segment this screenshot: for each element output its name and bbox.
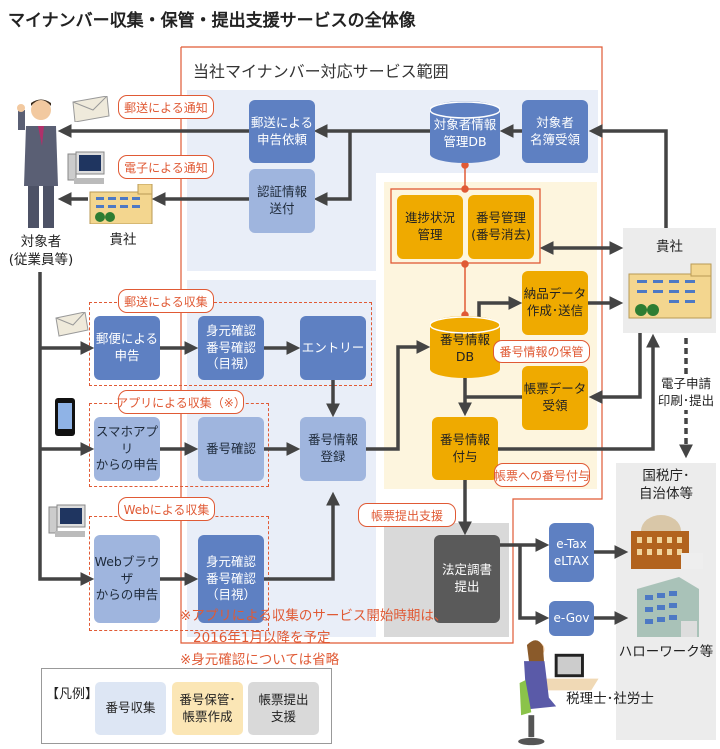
legend-item-collection: 番号収集 — [95, 682, 166, 735]
arrow-company-to-list — [588, 124, 668, 228]
mail-request-box: 郵送による 申告依頼 — [249, 100, 315, 163]
company-building-icon-left — [89, 184, 153, 224]
company-building-icon-right — [628, 263, 712, 319]
service-scope-title: 当社マイナンバー対応サービス範囲 — [193, 62, 449, 81]
company-label-left: 貴社 — [109, 232, 137, 248]
number-register-box: 番号情報 登録 — [300, 417, 366, 481]
arrow-db-to-delivery — [477, 296, 523, 318]
progress-management-box: 進捗状況 管理 — [397, 195, 463, 259]
subject-db-label: 対象者情報 管理DB — [433, 117, 497, 149]
number-check-box: 番号確認 — [198, 417, 264, 481]
arrow-web-identity-to-register — [264, 491, 340, 581]
legend-item-filing: 帳票提出 支援 — [248, 682, 319, 735]
management-group-outline — [390, 188, 541, 264]
mail-collection-tag: 郵送による収集 — [118, 289, 214, 313]
etax-box: e-Tax eLTAX — [549, 523, 594, 582]
entry-box: エントリー — [300, 316, 366, 380]
app-report-box: スマホアプリ からの申告 — [94, 417, 160, 481]
arrow-filing-to-egov — [518, 545, 550, 625]
envelope-icon — [72, 96, 110, 122]
number-storage-tag: 番号情報の保管 — [493, 340, 590, 363]
identity-check-box-mail: 身元確認 番号確認 （目視） — [198, 316, 264, 380]
note-app-date: 2016年1月以降を予定 — [193, 630, 331, 646]
legal-filing-box: 法定調書 提出 — [434, 535, 500, 623]
number-db-label: 番号情報 DB — [439, 332, 490, 364]
legend-heading: 【凡例】 — [46, 687, 99, 702]
legend: 【凡例】 番号収集 番号保管･ 帳票作成 帳票提出 支援 — [41, 668, 332, 744]
number-db-cylinder: 番号情報 DB — [430, 316, 500, 378]
mail-notice-tag: 郵送による通知 — [118, 95, 214, 119]
delivery-data-box: 納品データ 作成･送信 — [522, 271, 588, 335]
smartphone-icon — [55, 398, 75, 436]
employee-trunk-line — [38, 272, 95, 586]
note-identity-omitted: ※身元確認については省略 — [180, 652, 340, 668]
employee-person-icon — [17, 99, 58, 228]
auth-send-box: 認証情報 送付 — [249, 169, 315, 233]
form-data-receive-box: 帳票データ 受領 — [522, 366, 588, 430]
diagram-title: マイナンバー収集・保管・提出支援サービスの全体像 — [8, 11, 416, 31]
arrow-assign-to-company — [498, 333, 660, 451]
computer-icon — [67, 151, 105, 184]
accountant-person-icon — [518, 640, 599, 746]
app-collection-tag: アプリによる収集（※） — [116, 390, 246, 414]
government-building-icon — [631, 515, 703, 569]
service-scope-outline — [180, 46, 603, 644]
envelope-icon-collection — [55, 312, 89, 337]
electronic-notice-tag: 電子による通知 — [118, 155, 214, 179]
number-management-box: 番号管理 (番号消去) — [468, 195, 534, 259]
list-receive-box: 対象者 名簿受領 — [522, 100, 588, 163]
web-collection-tag: Webによる収集 — [118, 497, 215, 521]
postal-report-box: 郵便による 申告 — [94, 316, 160, 380]
note-app-start: ※アプリによる収集のサービス開始時期は、 — [180, 608, 448, 624]
arrow-register-to-db — [366, 340, 431, 451]
legend-item-storage: 番号保管･ 帳票作成 — [172, 682, 243, 735]
hellowork-label: ハローワーク等 — [618, 644, 714, 660]
identity-check-box-web: 身元確認 番号確認 （目視） — [198, 535, 264, 623]
accountant-label: 税理士･社労士 — [566, 691, 654, 707]
hellowork-building-icon — [637, 577, 699, 637]
government-label: 国税庁･ 自治体等 — [639, 468, 693, 503]
arrow-db-to-auth — [313, 131, 352, 206]
web-report-box: Webブラウザ からの申告 — [94, 535, 160, 623]
arrow-company-to-form-data — [588, 333, 642, 404]
form-numbering-tag: 帳票への番号付与 — [494, 463, 590, 487]
egov-box: e-Gov — [549, 601, 594, 636]
subject-db-cylinder: 対象者情報 管理DB — [430, 101, 500, 163]
employee-label: 対象者 (従業員等) — [8, 234, 74, 269]
computer-icon-web — [48, 504, 86, 537]
e-filing-label: 電子申請 印刷･提出 — [655, 376, 717, 410]
company-label-right: 貴社 — [656, 239, 683, 255]
number-assign-box: 番号情報 付与 — [432, 417, 498, 480]
filing-support-tag: 帳票提出支援 — [358, 503, 456, 527]
